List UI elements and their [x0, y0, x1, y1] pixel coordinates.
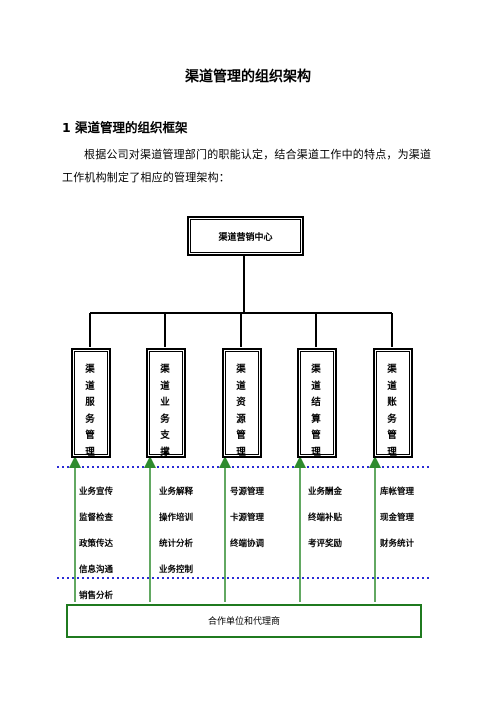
dept-item: 现金管理 [380, 513, 415, 523]
dept-item: 信息沟通 [79, 565, 114, 575]
body-paragraph: 根据公司对渠道管理部门的职能认定，结合渠道工作中的特点，为渠道工作机构制定了相应… [62, 148, 432, 184]
dept-item: 业务宣传 [79, 487, 114, 497]
top-node-label: 渠道营销中心 [218, 233, 273, 243]
dept-item: 号源管理 [230, 487, 265, 497]
dept-item: 业务酬金 [308, 487, 343, 497]
dept-label: 渠道结算管理 [311, 364, 323, 458]
dept-item: 销售分析 [79, 591, 114, 601]
top-node: 渠道营销中心 [190, 219, 301, 253]
dept-item: 终端协调 [230, 539, 265, 549]
dept-item: 统计分析 [159, 539, 194, 549]
dept-box-settlement: 渠道结算管理 [300, 351, 334, 458]
dept-label: 渠道账务管理 [387, 364, 399, 458]
dept-box-support: 渠道业务支撑 [149, 351, 183, 458]
dept-box-service: 渠道服务管理 [74, 351, 108, 458]
dept-box-resource: 渠道资源管理 [225, 351, 259, 458]
dept-label: 渠道资源管理 [236, 364, 248, 458]
dept-item: 考评奖励 [308, 539, 343, 549]
page-title: 渠道管理的组织架构 [185, 69, 311, 85]
dept-label: 渠道服务管理 [85, 364, 97, 458]
dept-item: 终端补贴 [308, 513, 343, 523]
section-heading: 1 渠道管理的组织框架 [62, 120, 188, 135]
dept-item: 政策传达 [79, 539, 114, 549]
dept-item: 卡源管理 [230, 513, 265, 523]
dept-item: 财务统计 [380, 539, 415, 549]
dept-item: 业务解释 [159, 487, 194, 497]
dept-box-accounts: 渠道账务管理 [376, 351, 410, 458]
dept-item: 监督检查 [79, 513, 114, 523]
bottom-node: 合作单位和代理商 [66, 604, 422, 638]
dept-item: 业务控制 [159, 565, 194, 575]
dept-label: 渠道业务支撑 [160, 364, 172, 458]
dept-item: 库帐管理 [380, 487, 415, 497]
bottom-node-label: 合作单位和代理商 [207, 617, 280, 627]
dept-item: 操作培训 [159, 513, 194, 523]
